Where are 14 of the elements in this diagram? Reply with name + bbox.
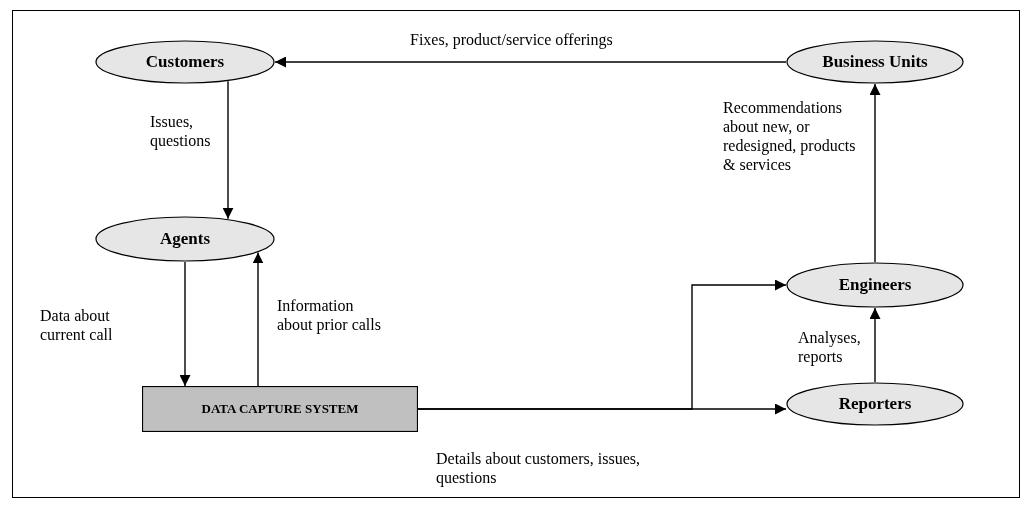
node-label: Customers [145,52,225,72]
arrow [869,307,881,383]
node-label: Agents [159,229,211,249]
arrow [417,403,787,415]
arrow [252,251,264,387]
node-label: Reporters [838,394,912,414]
arrow [179,261,191,387]
node-label: Business Units [822,52,928,72]
arrow [222,80,234,220]
node-label: DATA CAPTURE SYSTEM [201,401,359,417]
edge-label: Information about prior calls [277,296,382,334]
node-label: Engineers [838,275,912,295]
arrow [869,83,881,263]
arrow [274,56,787,68]
